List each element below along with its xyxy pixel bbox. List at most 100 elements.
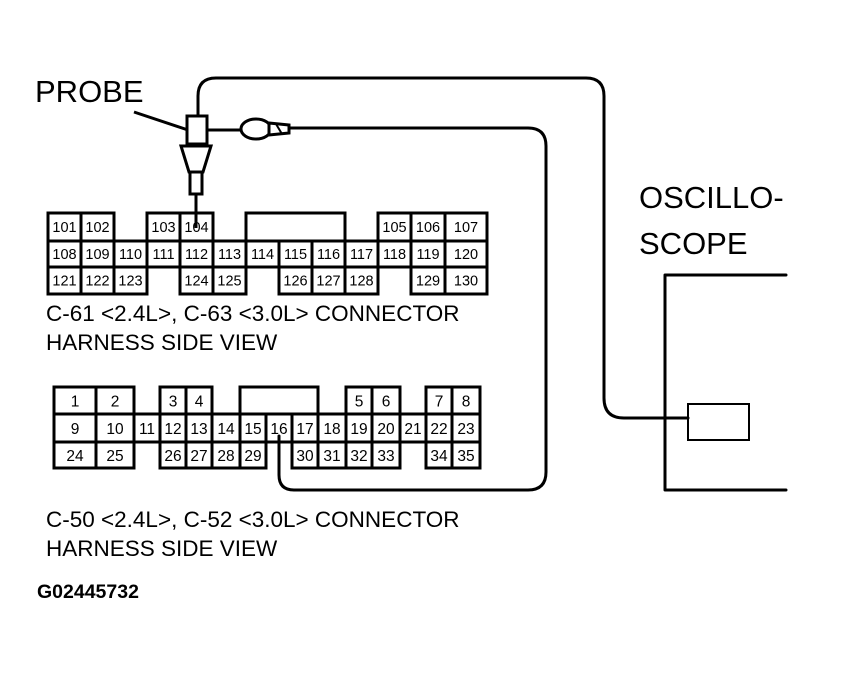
pin-cell-33: [370, 440, 402, 470]
oscilloscope-outline: [663, 273, 788, 492]
connector-c50-caption-line1: C-50 <2.4L>, C-52 <3.0L> CONNECTOR: [46, 507, 460, 532]
pin-cell-27: [184, 440, 214, 470]
pin-label-3: 3: [169, 394, 178, 411]
probe-leader-line: [133, 110, 189, 132]
pin-label-24: 24: [66, 448, 84, 465]
pin-cell-111: [145, 239, 182, 269]
connector-c50-caption-line2: HARNESS SIDE VIEW: [46, 536, 278, 561]
pin-label-106: 106: [416, 220, 440, 236]
pin-cell-124: [178, 265, 215, 296]
pin-label-110: 110: [119, 247, 142, 263]
oscilloscope-label-line1: OSCILLO-: [639, 180, 784, 215]
pin-label-14: 14: [217, 421, 235, 438]
pin-label-107: 107: [454, 220, 478, 236]
pin-cell-113: [211, 239, 248, 269]
connector-c61-caption-line2: HARNESS SIDE VIEW: [46, 330, 278, 355]
pin-label-121: 121: [52, 274, 76, 290]
pin-cell-123: [112, 265, 149, 296]
pin-cell-25: [94, 440, 136, 470]
probe-to-scope-wire: [196, 76, 690, 420]
pin-label-120: 120: [454, 247, 478, 263]
pin-label-17: 17: [296, 421, 313, 438]
pin-cell-11: [132, 412, 162, 444]
pin-cell-128: [343, 265, 380, 296]
pin-label-34: 34: [430, 448, 448, 465]
pin-cell-13: [184, 412, 214, 444]
pin-cell-26: [158, 440, 188, 470]
pin-cell-118: [376, 239, 413, 269]
probe-icon: [133, 110, 214, 228]
pin-label-7: 7: [435, 394, 444, 411]
pin-label-111: 111: [152, 247, 174, 263]
pin-label-31: 31: [323, 448, 340, 465]
pin-label-124: 124: [184, 274, 208, 290]
pin-label-8: 8: [462, 394, 471, 411]
pin-label-29: 29: [244, 448, 261, 465]
pin-cell-115: [277, 239, 314, 269]
pin-label-9: 9: [71, 421, 80, 438]
pin-label-123: 123: [118, 274, 142, 290]
pin-label-16: 16: [270, 421, 287, 438]
pin-label-1: 1: [71, 394, 80, 411]
backprobe-lead-wire: [277, 126, 548, 492]
pin-label-130: 130: [454, 274, 478, 290]
pin-label-4: 4: [195, 394, 204, 411]
pin-label-5: 5: [355, 394, 364, 411]
pin-label-101: 101: [52, 220, 76, 236]
pin-label-115: 115: [284, 247, 307, 263]
pin-cell-32: [344, 440, 374, 470]
connector-key: [244, 211, 347, 243]
pin-label-19: 19: [350, 421, 367, 438]
pin-label-33: 33: [377, 448, 394, 465]
connector-c61-c63: 1011021031041051061071081091101111121131…: [46, 211, 489, 296]
pin-cell-107: [443, 211, 489, 243]
pin-label-23: 23: [457, 421, 474, 438]
pin-cell-1: [52, 385, 98, 416]
pin-label-13: 13: [190, 421, 207, 438]
pin-cell-109: [79, 239, 116, 269]
pin-label-119: 119: [416, 247, 439, 263]
pin-label-118: 118: [383, 247, 406, 263]
pin-label-27: 27: [190, 448, 207, 465]
connector-key: [238, 385, 320, 416]
figure-code: G02445732: [37, 581, 139, 603]
pin-label-109: 109: [85, 247, 109, 263]
probe-body: [185, 114, 209, 146]
pin-label-10: 10: [106, 421, 124, 438]
connector-c61-caption-line1: C-61 <2.4L>, C-63 <3.0L> CONNECTOR: [46, 301, 460, 326]
oscilloscope: OSCILLO- SCOPE: [639, 180, 788, 492]
pin-label-35: 35: [457, 448, 474, 465]
pin-label-128: 128: [349, 274, 373, 290]
pin-label-32: 32: [350, 448, 367, 465]
probe-tip: [188, 170, 204, 196]
pin-label-30: 30: [296, 448, 314, 465]
pin-label-113: 113: [218, 247, 241, 263]
pin-label-15: 15: [244, 421, 261, 438]
pin-label-114: 114: [251, 247, 274, 263]
pin-label-112: 112: [185, 247, 208, 263]
pin-cell-29: [238, 440, 268, 470]
pin-label-126: 126: [283, 274, 307, 290]
oscilloscope-label-line2: SCOPE: [639, 226, 748, 261]
pin-cell-30: [290, 440, 320, 470]
pin-label-26: 26: [164, 448, 181, 465]
pin-label-105: 105: [382, 220, 406, 236]
pin-cell-35: [450, 440, 482, 470]
pin-label-125: 125: [217, 274, 241, 290]
probe-label: PROBE: [35, 74, 144, 109]
pin-label-11: 11: [139, 421, 155, 438]
pin-cell-8: [450, 385, 482, 416]
pin-label-21: 21: [404, 421, 421, 438]
pin-label-18: 18: [323, 421, 340, 438]
pin-cell-125: [211, 265, 248, 296]
pin-label-117: 117: [350, 247, 373, 263]
pin-label-12: 12: [164, 421, 181, 438]
pin-label-2: 2: [111, 394, 120, 411]
pin-cell-127: [310, 265, 347, 296]
pin-label-129: 129: [416, 274, 440, 290]
oscilloscope-input-jack: [687, 403, 750, 441]
pin-label-6: 6: [382, 394, 391, 411]
pin-label-108: 108: [52, 247, 76, 263]
